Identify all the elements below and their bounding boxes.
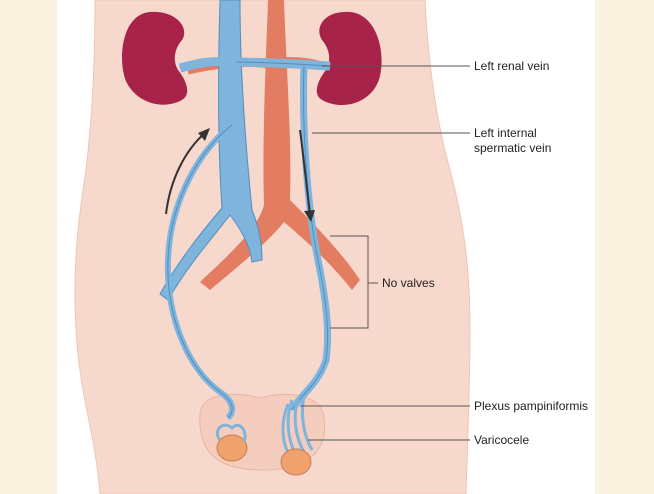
body-silhouette	[74, 0, 471, 494]
right-epididymis	[215, 423, 247, 443]
left-kidney	[316, 11, 382, 106]
no-valves-bracket	[330, 235, 369, 329]
no-valves-label: No valves	[382, 276, 435, 290]
left-renal-vein-label: Left renal vein	[474, 59, 550, 73]
aorta	[200, 0, 360, 290]
varicocele-label: Varicocele	[474, 433, 530, 447]
right-testis	[216, 434, 248, 462]
right-renal-vein	[178, 57, 231, 73]
left-internal-spermatic-vein-label-line2: spermatic vein	[474, 141, 552, 155]
plexus-pampiniformis-label: Plexus pampiniformis	[474, 399, 589, 413]
right-spermatic-vein-outline	[167, 124, 233, 419]
downward-flow-arrow	[299, 129, 315, 222]
inferior-vena-cava	[159, 0, 263, 301]
left-testis	[280, 448, 312, 476]
spermatic-vein-outline	[291, 65, 329, 411]
upward-flow-arrow	[165, 128, 210, 215]
right-kidney	[121, 11, 188, 105]
left-internal-spermatic-vein-label-line1: Left internal	[474, 126, 537, 140]
renal-vein-highlight	[235, 61, 331, 67]
